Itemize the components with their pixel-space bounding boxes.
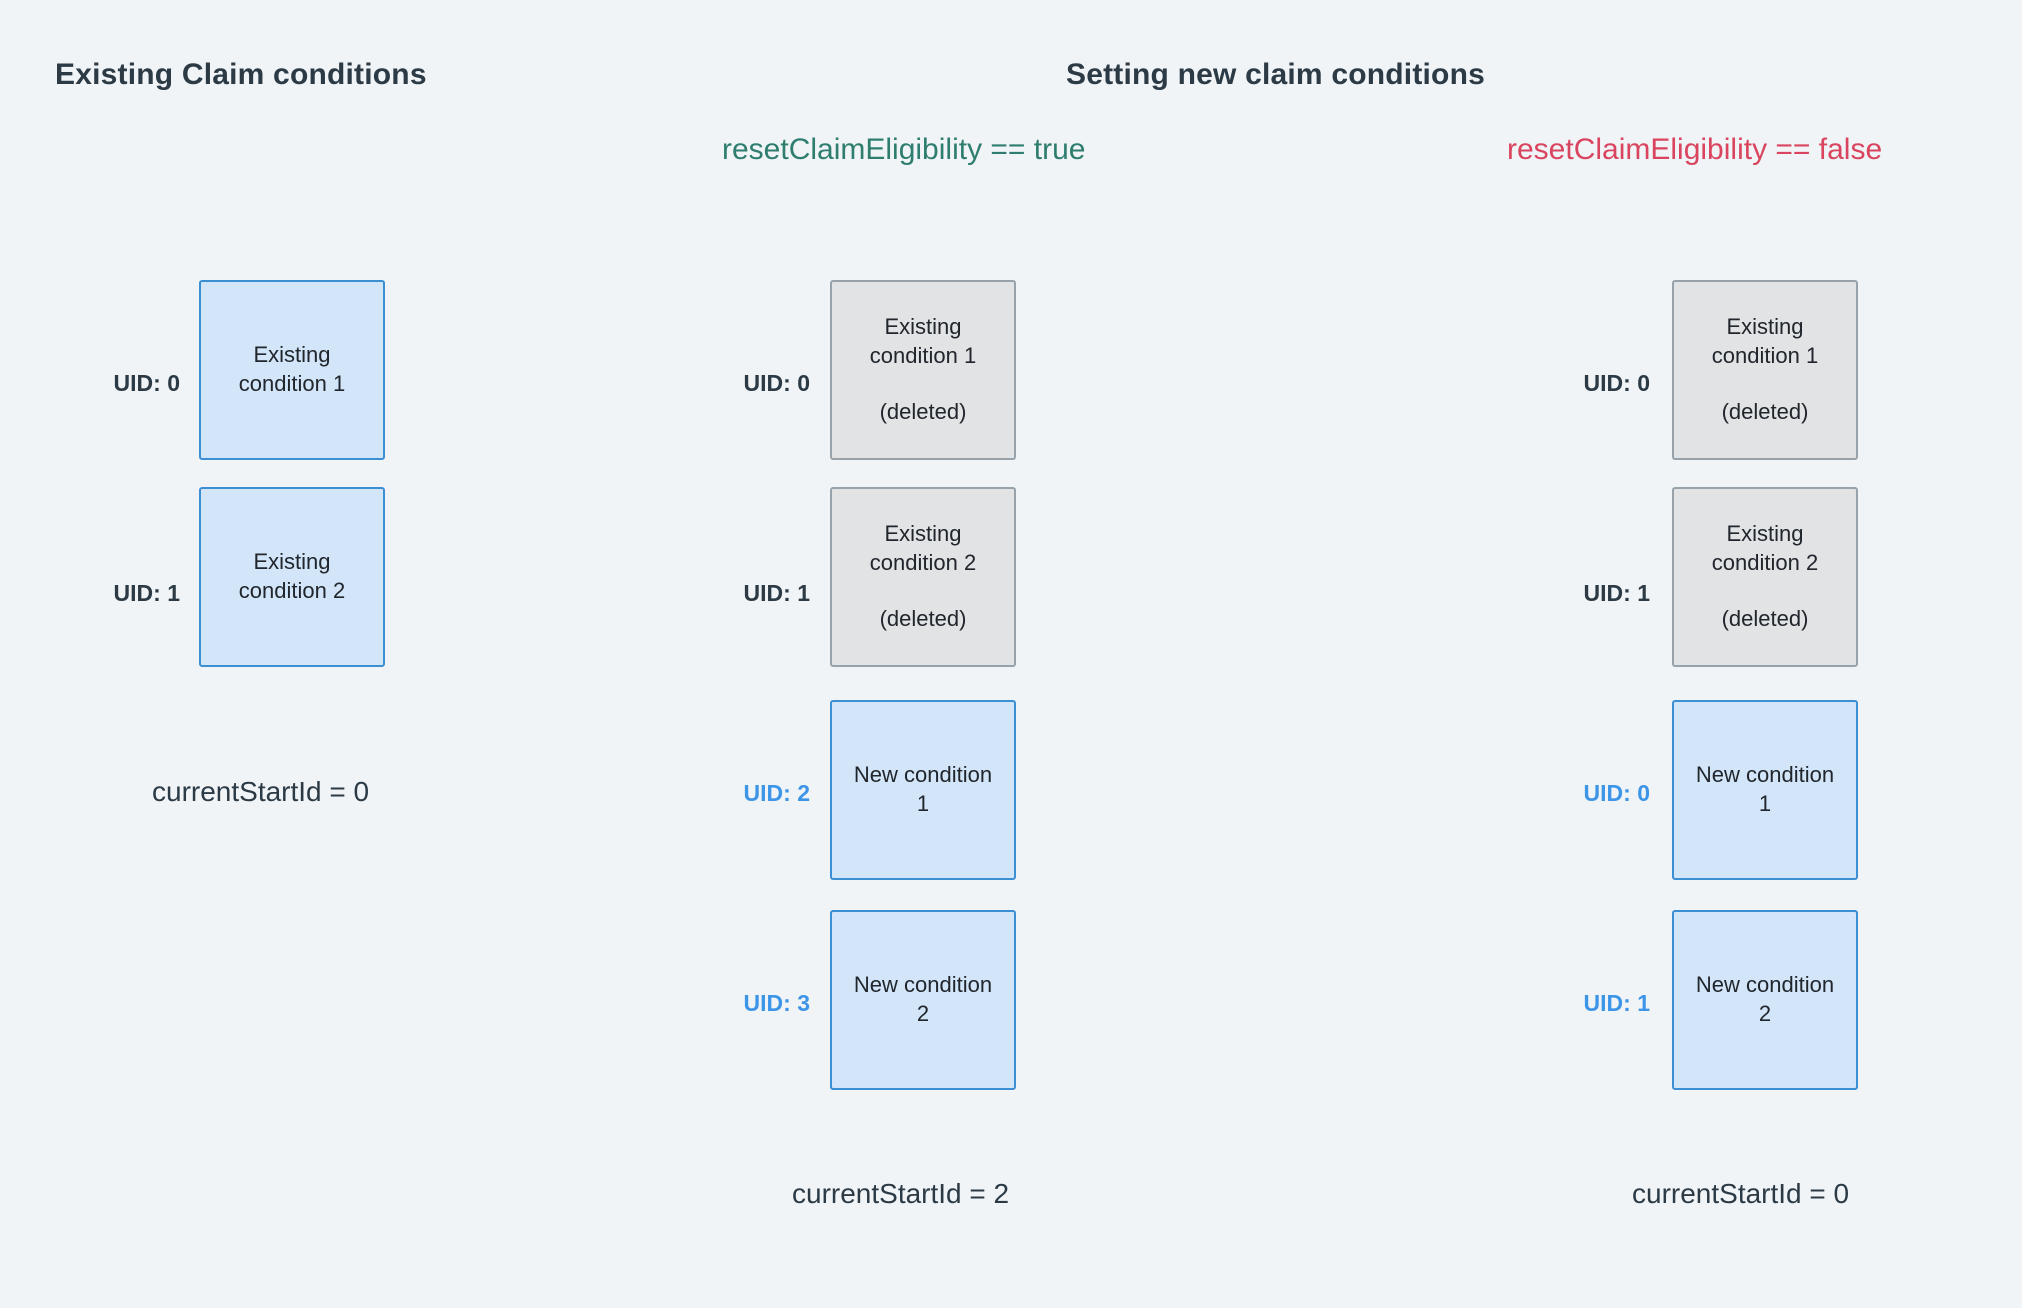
uid-label-reset-false-1: UID: 1 [1583,580,1650,606]
uid-label-existing-0: UID: 0 [113,370,180,396]
uid-label-reset-false-2: UID: 0 [1583,780,1650,806]
condition-box-existing-1: Existing condition 2 [199,487,385,667]
condition-box-title: Existing condition 2 [238,549,346,603]
heading-reset-eligibility-true: resetClaimEligibility == true [722,133,1086,166]
condition-box-title: Existing condition 1 [869,314,977,368]
uid-label-reset-true-0: UID: 0 [743,370,810,396]
current-start-id-reset-false: currentStartId = 0 [1632,1178,1850,1209]
condition-box-deleted-note: (deleted) [1721,399,1809,425]
condition-box-title: New condition 2 [853,972,993,1026]
uid-label-reset-true-2: UID: 2 [743,780,810,806]
current-start-id-existing: currentStartId = 0 [152,776,370,807]
page-title-existing-claim-conditions: Existing Claim conditions [55,58,427,91]
uid-label-existing-1: UID: 1 [113,580,180,606]
condition-box-deleted-note: (deleted) [879,606,967,632]
condition-box-existing-0: Existing condition 1 [199,280,385,460]
condition-box-title: Existing condition 2 [1711,521,1819,575]
current-start-id-reset-true: currentStartId = 2 [792,1178,1010,1209]
condition-box-reset-true-0: Existing condition 1 (deleted) [830,280,1016,460]
condition-box-reset-true-2: New condition 1 [830,700,1016,880]
condition-box-title: Existing condition 1 [1711,314,1819,368]
uid-label-reset-true-1: UID: 1 [743,580,810,606]
uid-label-reset-false-0: UID: 0 [1583,370,1650,396]
uid-label-reset-true-3: UID: 3 [743,990,810,1016]
condition-box-title: Existing condition 2 [869,521,977,575]
condition-box-reset-false-1: Existing condition 2 (deleted) [1672,487,1858,667]
uid-label-reset-false-3: UID: 1 [1583,990,1650,1016]
condition-box-reset-false-3: New condition 2 [1672,910,1858,1090]
condition-box-reset-true-1: Existing condition 2 (deleted) [830,487,1016,667]
condition-box-reset-false-0: Existing condition 1 (deleted) [1672,280,1858,460]
condition-box-title: New condition 1 [1695,762,1835,816]
condition-box-reset-false-2: New condition 1 [1672,700,1858,880]
condition-box-deleted-note: (deleted) [1721,606,1809,632]
condition-box-deleted-note: (deleted) [879,399,967,425]
heading-reset-eligibility-false: resetClaimEligibility == false [1507,133,1883,166]
condition-box-reset-true-3: New condition 2 [830,910,1016,1090]
condition-box-title: Existing condition 1 [238,342,346,396]
condition-box-title: New condition 1 [853,762,993,816]
page-title-setting-new-claim-conditions: Setting new claim conditions [1066,58,1485,91]
condition-box-title: New condition 2 [1695,972,1835,1026]
